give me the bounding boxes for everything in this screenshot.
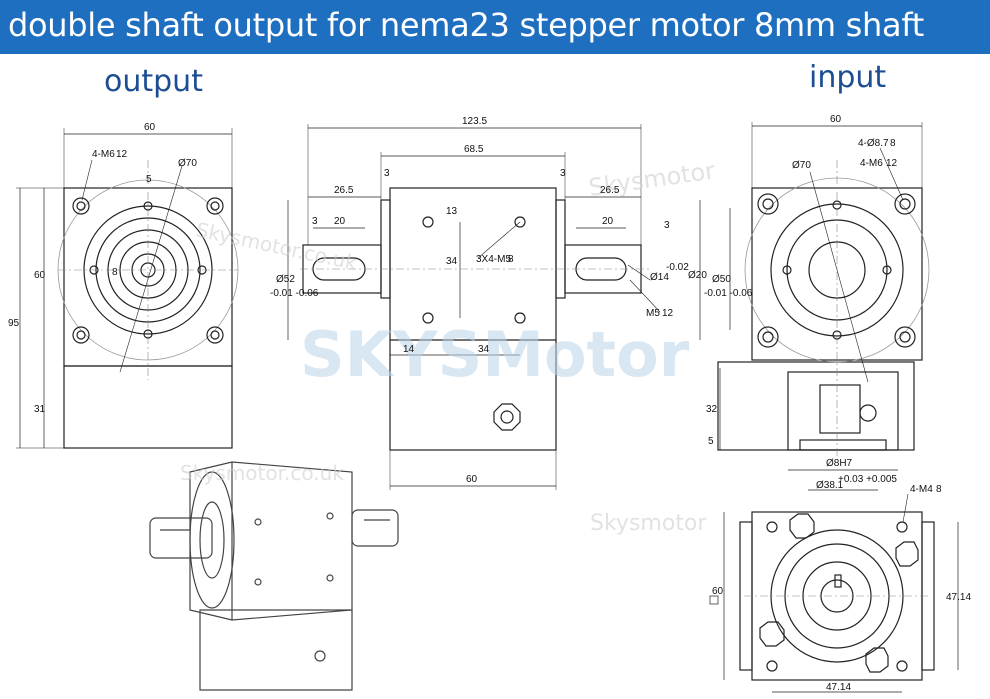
out-width-label: 60 [144,122,156,133]
side-hole-offset-v-label: 13 [446,206,458,217]
out-hole-depth-label: 12 [116,149,128,160]
isometric-view [149,461,399,691]
side-base-width-label: 60 [466,474,478,485]
bottom-pcd-h-label: 47.14 [826,682,851,693]
side-gap-right-label: 3 [560,168,566,179]
side-thread-depth-label: 8 [508,254,514,265]
out-hole-label: 4-M6 [92,149,115,160]
side-pilot-left-tol: -0.01 -0.06 [270,288,319,299]
side-pilot-right-label: Ø50 [712,274,731,285]
flange-bottom-view [709,493,959,693]
side-overall-length-label: 123.5 [462,116,487,127]
in-thread-depth-label: 12 [886,158,898,169]
output-front-view [16,128,239,449]
in-hole-depth-label: 8 [890,138,896,149]
out-total-height-label: 95 [8,318,20,329]
in-hole-label: 4-Ø8.7 [858,138,889,149]
in-bore-label: Ø8H7 [826,458,853,469]
side-gap-left-label: 3 [384,168,390,179]
bottom-pcd-v-label: 47.14 [946,592,971,603]
bottom-thread-depth-label: 8 [936,484,942,495]
input-front-view [717,122,930,491]
watermark-small-3: Skysmotor.co.uk [180,461,344,485]
in-height-label: 32 [706,404,718,415]
side-pilot-left-label: Ø52 [276,274,295,285]
side-body-width-label: 68.5 [464,144,484,155]
out-flange-height-label: 60 [34,270,46,281]
side-shaft-left-label: 26.5 [334,185,354,196]
side-pilot-right-tol: -0.01 -0.06 [704,288,753,299]
in-pilot-tol-label: +0.03 +0.005 [838,474,897,485]
side-key-offset-right-label: 3 [664,220,670,231]
side-center-thread-depth-label: 12 [662,308,674,319]
title-banner: double shaft output for nema23 stepper m… [0,0,990,54]
watermark-small-4: Skysmotor [590,511,707,536]
out-bore-label: 8 [112,267,118,278]
input-label: input [809,60,887,95]
output-label: output [104,64,203,99]
side-thread-holes-label: 3X4-M5 [476,254,511,265]
side-key-left-label: 20 [334,216,346,227]
side-hole-offset-h-label: 14 [403,344,415,355]
watermark-center: SKYSMotor [300,318,690,391]
in-thread-label: 4-M6 [860,158,883,169]
side-shaft-dia-label: Ø14 [650,272,669,283]
in-thickness-label: 5 [708,436,714,447]
in-d70-label: Ø70 [792,160,811,171]
out-base-height-label: 31 [34,404,46,415]
side-key-right-label: 20 [602,216,614,227]
in-width-label: 60 [830,114,842,125]
out-key-label: 5 [146,174,152,185]
side-center-thread-label: M5 [646,308,660,319]
bottom-square-label: 60 [712,586,724,597]
out-d70-label: Ø70 [178,158,197,169]
bottom-thread-label: 4-M4 [910,484,933,495]
in-pilot-label: Ø38.1 [816,480,844,491]
side-hole-spacing-v-label: 34 [446,256,458,267]
side-hole-spacing-h-label: 34 [478,344,490,355]
side-key-offset-left-label: 3 [312,216,318,227]
side-shaft-tol-label: -0.02 [666,262,689,273]
side-boss-dia-label: Ø20 [688,270,707,281]
side-view [287,124,731,490]
side-shaft-right-label: 26.5 [600,185,620,196]
banner-title: double shaft output for nema23 stepper m… [8,6,924,44]
